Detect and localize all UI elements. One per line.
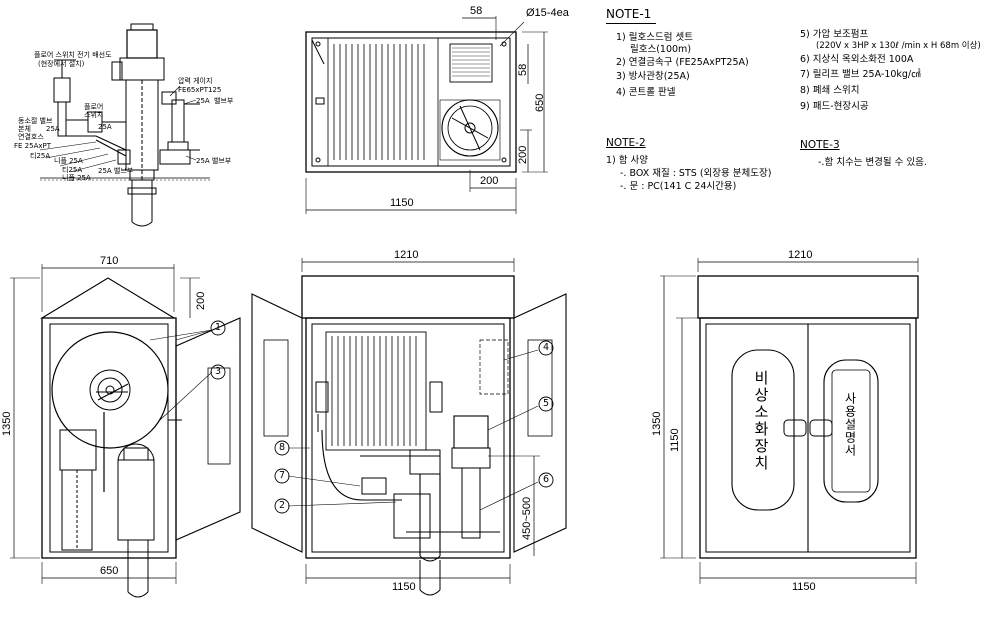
note2-item-2: -. BOX 재질 : STS (외장용 분체도장) <box>620 168 772 179</box>
callout-5: 5 <box>543 398 550 409</box>
side-label-19: 25A 밸브부 <box>98 167 134 175</box>
front-section-view <box>10 264 241 598</box>
note1-item-6: 6) 지상식 옥외소화전 100A <box>800 54 914 65</box>
dim-right-1210: 1210 <box>788 249 813 261</box>
dim-mid-1210: 1210 <box>394 249 419 261</box>
side-label-10: 동소절 밸브 <box>18 117 53 125</box>
callout-2: 2 <box>279 500 286 511</box>
door-label-emergency: 비상소화장치 <box>752 370 770 472</box>
dim-right-1150-height: 1150 <box>669 428 681 452</box>
note1-item-9: 9) 패드-현장시공 <box>800 101 869 112</box>
dim-front-200: 200 <box>195 291 207 310</box>
side-label-1: 플로어 스위치 전기 배선도 <box>34 51 112 59</box>
dim-plan-58-top: 58 <box>470 5 483 17</box>
note1-item-5b: (220V x 3HP x 130ℓ /min x H 68m 이상) <box>816 41 981 51</box>
closed-view <box>660 258 919 584</box>
side-label-20: 25A 밸브부 <box>196 157 232 165</box>
note2-item-3: -. 문 : PC(141 C 24시간용) <box>620 181 737 192</box>
note1-item-2: 2) 연결금속구 (FE25AxPT25A) <box>616 57 749 68</box>
side-label-14: FE 25AxPT <box>14 142 52 150</box>
side-piping-view <box>39 23 210 227</box>
note2-item-1: 1) 함 사양 <box>606 155 649 166</box>
dim-mid-450-500: 450~500 <box>521 496 533 540</box>
note3-item-1: -.함 치수는 변경될 수 있음. <box>818 157 927 168</box>
callout-8: 8 <box>279 442 286 453</box>
note1-item-7: 7) 릴리프 밸브 25A-10kg/㎠ <box>800 69 921 80</box>
note1-item-3: 3) 방사관창(25A) <box>616 71 690 82</box>
note1-item-1: 1) 릴호스드럼 셋트 <box>616 32 693 43</box>
callout-1: 1 <box>215 322 222 333</box>
callout-4: 4 <box>543 342 550 353</box>
side-label-9: 25A <box>98 123 112 131</box>
callout-7: 7 <box>279 470 286 481</box>
note1-item-5: 5) 가압 보조펌프 <box>800 29 869 40</box>
side-label-4: FE65xPT125 <box>178 86 222 94</box>
dim-front-650: 650 <box>100 565 119 577</box>
callout-circles <box>210 320 554 514</box>
dim-plan-width: 1150 <box>390 197 414 209</box>
dim-plan-hole: Ø15-4ea <box>526 7 569 19</box>
side-label-7: 플로어 <box>84 103 104 111</box>
callout-3: 3 <box>215 366 222 377</box>
dim-front-710: 710 <box>100 255 119 267</box>
side-label-8: 스위치 <box>84 111 104 119</box>
note1-item-1b: 릴호스(100m) <box>630 44 692 55</box>
note3-heading: NOTE-3 <box>800 139 840 151</box>
front-open-view <box>175 258 567 596</box>
dim-plan-200-side: 200 <box>517 145 529 164</box>
side-label-11: 본체 <box>18 125 31 133</box>
dim-right-1350: 1350 <box>651 411 663 436</box>
dim-mid-1150: 1150 <box>392 581 416 593</box>
side-label-15: 티25A <box>30 152 51 160</box>
note1-item-4: 4) 콘트롤 판넬 <box>616 87 676 98</box>
side-label-6: 밸브부 <box>214 97 234 105</box>
side-label-5: 25A <box>196 97 210 105</box>
note1-underline <box>606 23 656 24</box>
dim-plan-58-side: 58 <box>517 63 529 76</box>
callout-6: 6 <box>543 474 550 485</box>
note1-item-8: 8) 폐쇄 스위치 <box>800 85 860 96</box>
dim-plan-depth: 650 <box>534 93 546 112</box>
side-label-18: 니플 25A <box>62 174 91 182</box>
side-label-12: 25A <box>46 125 60 133</box>
dim-plan-200-bottom: 200 <box>480 175 499 187</box>
note2-heading: NOTE-2 <box>606 137 646 149</box>
side-label-17: 티25A <box>62 166 83 174</box>
side-label-13: 연결호스 <box>18 133 44 141</box>
plan-view <box>305 16 548 214</box>
side-label-2: (현장에서 설치) <box>38 60 85 68</box>
side-label-16: 니플 25A <box>54 157 83 165</box>
dim-front-1350: 1350 <box>1 411 13 436</box>
side-label-3: 압력 게이지 <box>178 77 213 85</box>
door-label-manual: 사용설명서 <box>843 392 857 457</box>
dim-right-1150-width: 1150 <box>792 581 816 593</box>
note1-heading: NOTE-1 <box>606 7 652 21</box>
